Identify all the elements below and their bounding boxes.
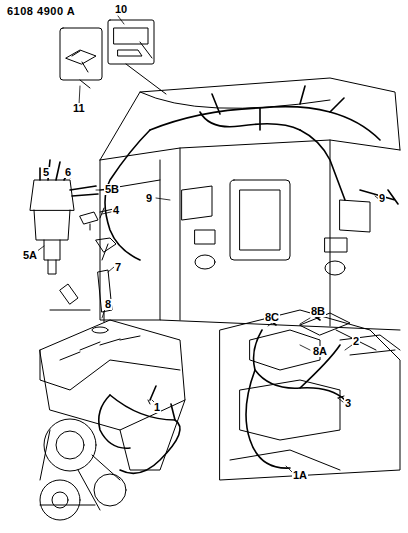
callout-number: 9 [378,193,386,204]
module-insets [60,20,166,94]
callout-number: 3 [344,398,352,409]
engine-left [40,320,185,520]
callout-number: 8C [264,312,280,323]
callout-number: 4 [112,205,120,216]
wiring-harness [105,86,398,260]
callout-number: 9 [145,193,153,204]
part-number: 6108 4900 A [6,6,76,17]
callout-number: 8 [104,299,112,310]
callout-number: 1 [153,402,161,413]
leader-lines [36,16,380,474]
callout-number: 5B [104,184,120,195]
callout-number: 8B [310,306,326,317]
callout-number: 5 [42,167,50,178]
callout-number: 7 [114,262,122,273]
callout-number: 8A [312,346,328,357]
callout-number: 5A [22,250,38,261]
callout-number: 6 [64,167,72,178]
engine-right [220,310,400,480]
callout-number: 2 [352,336,360,347]
callout-number: 1A [292,470,308,481]
callout-number: 11 [72,103,86,114]
callout-number: 10 [114,4,128,15]
car-front-end [100,78,400,330]
